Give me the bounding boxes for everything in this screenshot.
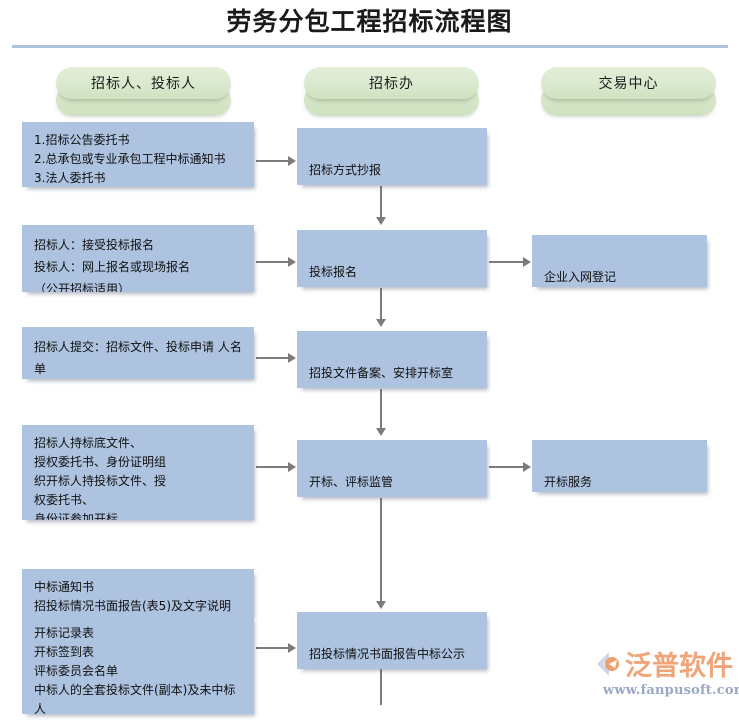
fanpu-logo-icon [597, 652, 619, 676]
connector-left4-to-mid4 [256, 466, 289, 468]
arrowhead-left2-to-mid2 [288, 256, 296, 267]
watermark-brand: 泛普软件 [625, 651, 733, 682]
box-right-1: 企业入网登记 办理部门：市场部 [532, 235, 707, 287]
column-header-tender-office: 招标办 [304, 67, 479, 99]
connector-left2-to-mid2 [256, 261, 289, 263]
box-right-2: 开标服务 办理部门：市场部 [532, 440, 707, 492]
box-right-2-line1: 开标服务 [544, 475, 593, 489]
box-left-5: 中标通知书 招投标情况书面报告(表5)及文字说明 开标记录表 [22, 569, 254, 616]
box-mid-4: 开标、评标监管 办理部门：招投标监管部 [297, 440, 487, 497]
connector-mid4-to-mid5 [380, 498, 382, 602]
box-mid-5: 招投标情况书面报告中标公示 办理部门：招投标监管部 [297, 612, 487, 669]
box-mid-3-line1: 招投文件备案、安排开标室 [309, 366, 454, 380]
connector-mid5-downstream [380, 669, 382, 705]
box-left-3: 招标人提交：招标文件、投标申请 人名单 预约开标室 [22, 327, 254, 379]
connector-left1-to-mid1 [256, 160, 289, 162]
box-left-2: 招标人：接受投标报名 投标人：网上报名或现场报名 （公开招标适用） [22, 225, 254, 292]
connector-mid2-to-mid3 [380, 288, 382, 320]
watermark-logo: 泛普软件 www.fanpusoft.com [593, 645, 739, 719]
connector-mid1-to-mid2 [380, 186, 382, 218]
box-mid-1: 招标方式抄报 办理部门：招投标监管部 [297, 128, 487, 185]
box-left-1: 1.招标公告委托书 2.总承包或专业承包工程中标通知书 3.法人委托书 [22, 122, 254, 187]
arrowhead-left6-to-mid5 [288, 642, 296, 653]
connector-mid4-to-right2 [489, 466, 524, 468]
box-left-6: 开标记录表 开标签到表 评标委员会名单 中标人的全套投标文件(副本)及未中标人 … [22, 615, 254, 714]
box-mid-4-line1: 开标、评标监管 [309, 475, 394, 489]
box-mid-5-line1: 招投标情况书面报告中标公示 [309, 647, 466, 661]
connector-left6-to-mid5 [256, 647, 289, 649]
arrowhead-mid4-to-mid5 [376, 601, 386, 609]
box-mid-3: 招投文件备案、安排开标室 办理部门：招投标监管部 [297, 331, 487, 388]
box-right-1-line1: 企业入网登记 [544, 270, 617, 284]
box-left-4: 招标人持标底文件、 授权委托书、身份证明组 织开标人持投标文件、授 权委托书、 … [22, 425, 254, 520]
box-mid-2: 投标报名 办理部门：招投标监管部 [297, 230, 487, 287]
arrowhead-mid1-to-mid2 [376, 217, 386, 225]
arrowhead-mid2-to-mid3 [376, 319, 386, 327]
column-header-trade-center: 交易中心 [541, 67, 716, 99]
watermark-url: www.fanpusoft.com [603, 683, 739, 698]
title-divider [12, 45, 728, 48]
arrowhead-left3-to-mid3 [288, 352, 296, 363]
arrowhead-mid2-to-right1 [523, 256, 531, 267]
arrowhead-left4-to-mid4 [288, 461, 296, 472]
box-mid-2-line1: 投标报名 [309, 265, 358, 279]
page-title: 劳务分包工程招标流程图 [226, 7, 513, 36]
box-mid-1-line1: 招标方式抄报 [309, 163, 382, 177]
arrowhead-left1-to-mid1 [288, 155, 296, 166]
arrowhead-mid4-to-right2 [523, 461, 531, 472]
column-header-bidder: 招标人、投标人 [56, 67, 231, 99]
connector-mid2-to-right1 [489, 261, 524, 263]
connector-mid3-to-mid4 [380, 389, 382, 429]
arrowhead-mid3-to-mid4 [376, 428, 386, 436]
connector-left3-to-mid3 [256, 357, 289, 359]
